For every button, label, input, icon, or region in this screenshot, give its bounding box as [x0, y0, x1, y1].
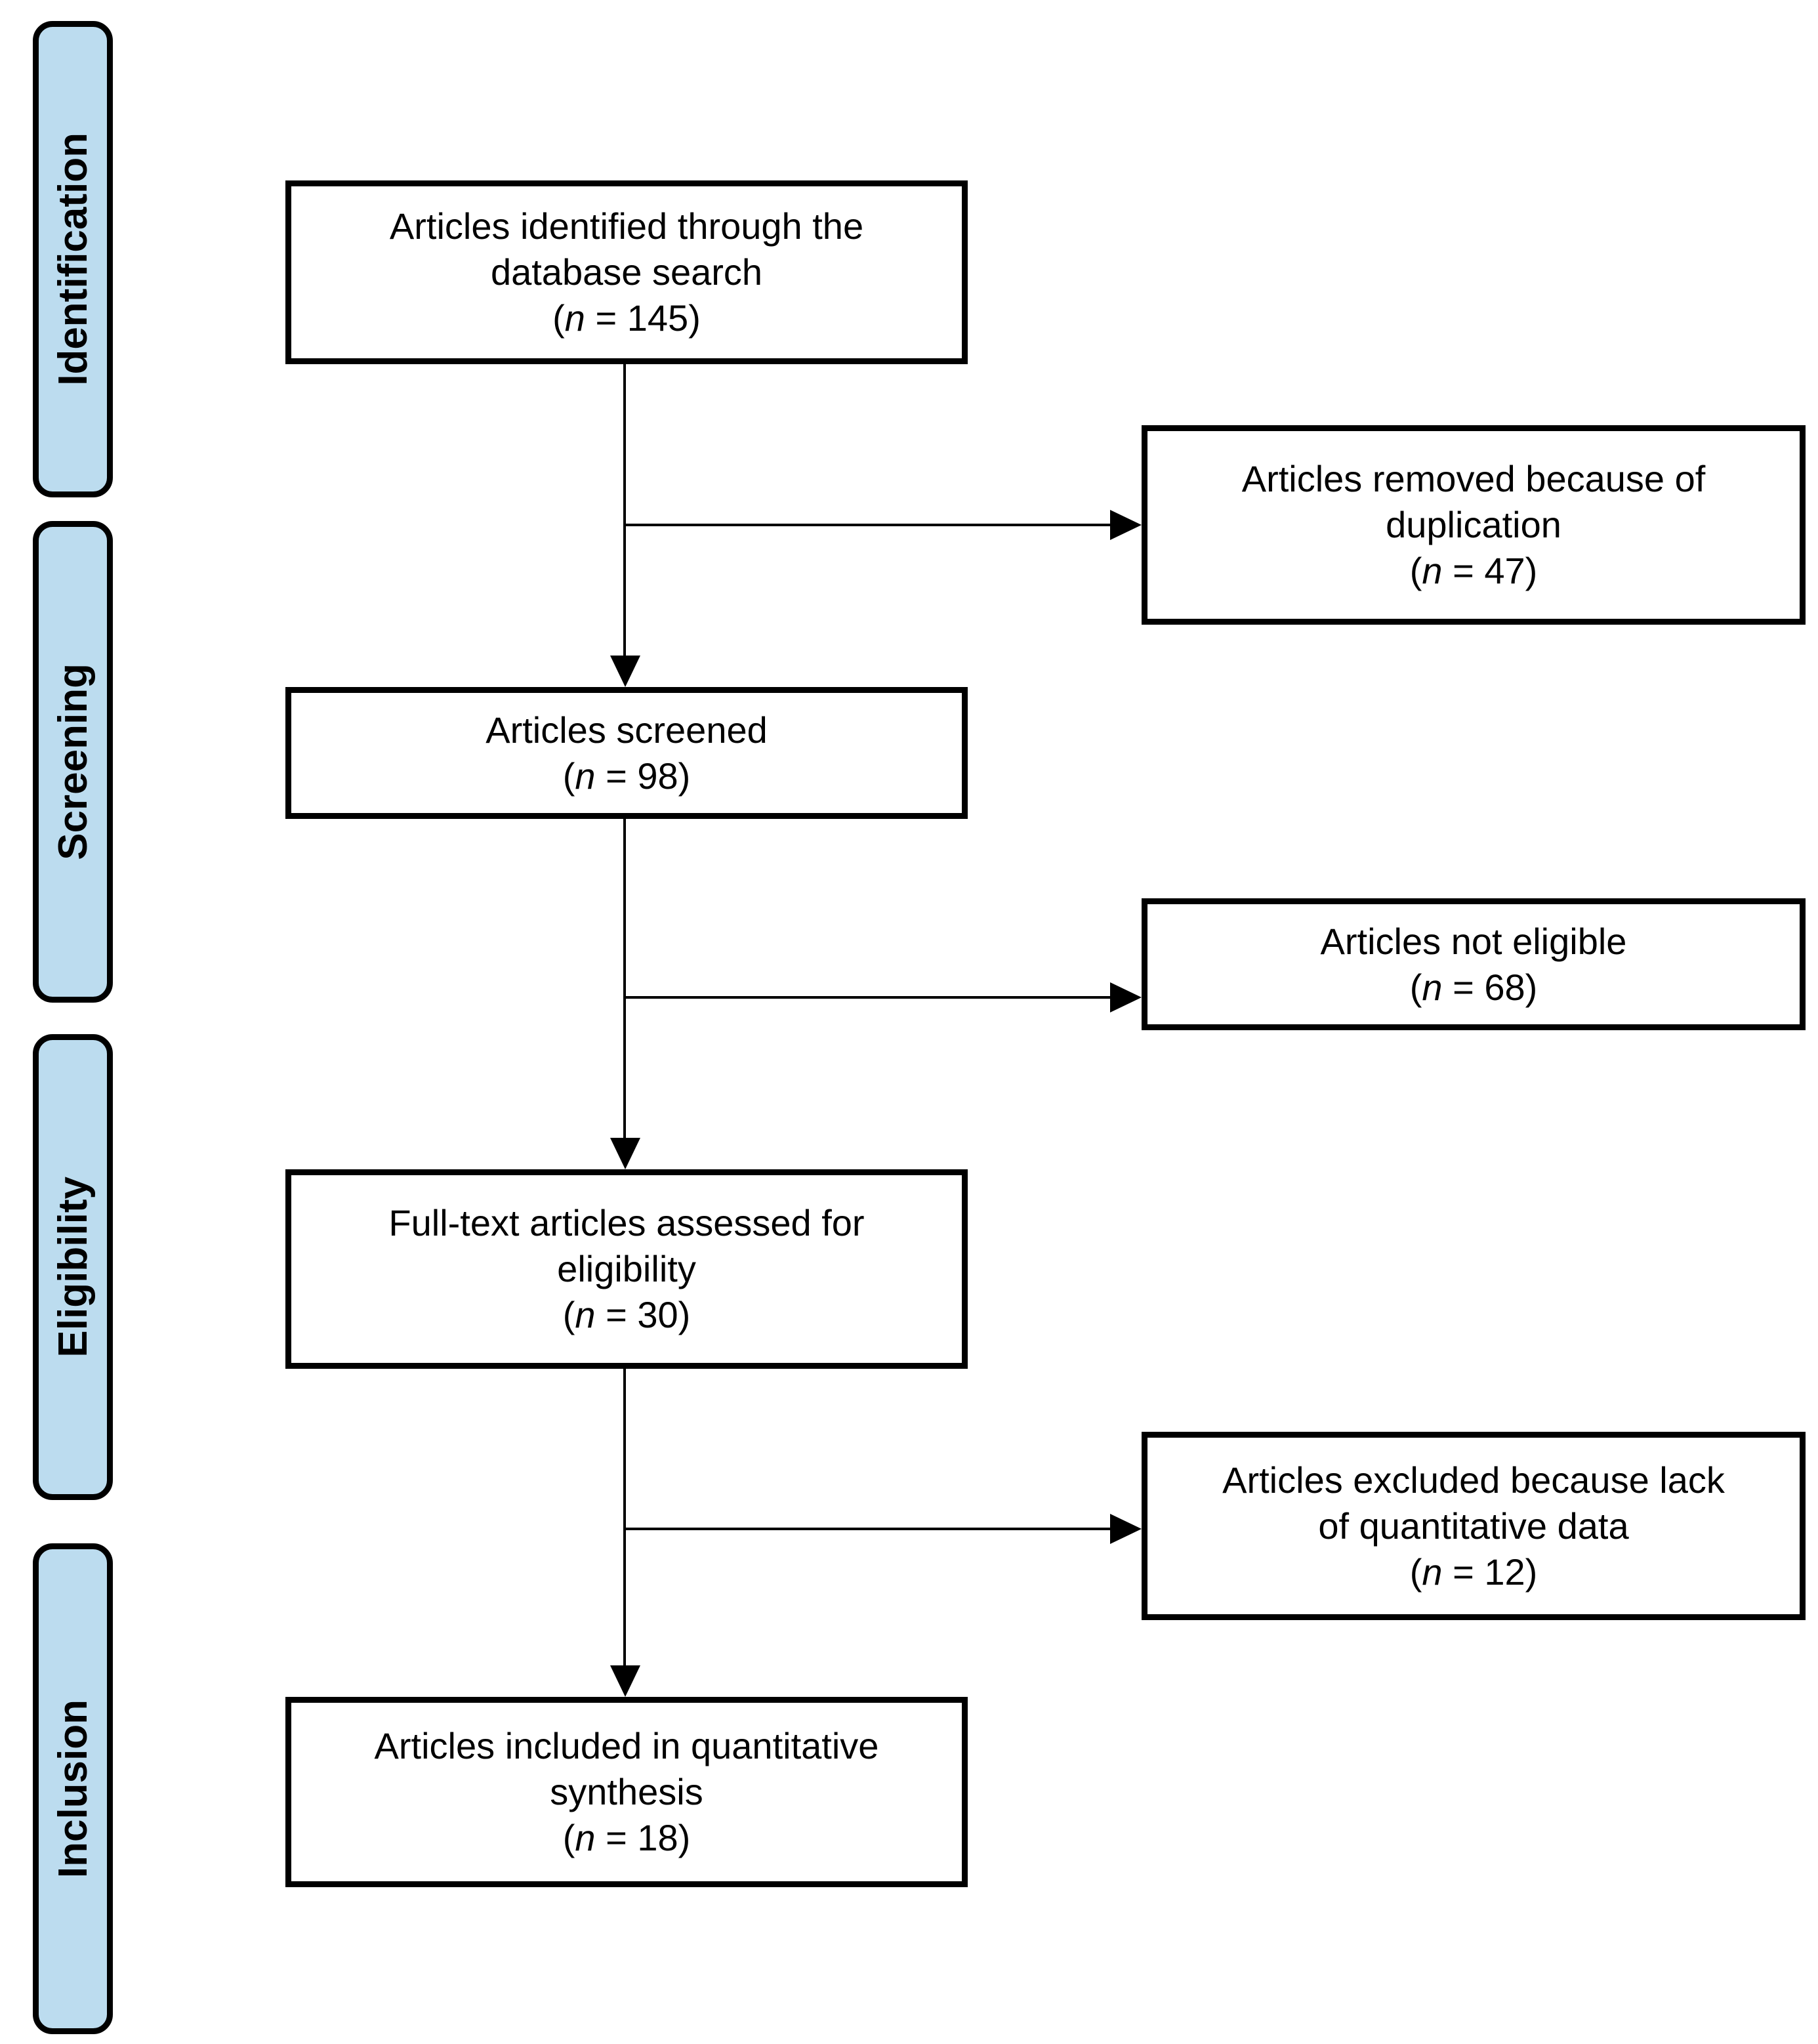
box-text-line: Articles removed because of	[1241, 458, 1706, 499]
connector-to-removed-duplication	[625, 524, 1113, 526]
count-open: (	[1409, 1551, 1422, 1593]
count-open: (	[562, 1294, 575, 1335]
count-close: )	[1525, 966, 1538, 1008]
count-value: 18	[637, 1817, 678, 1858]
count-line: (n = 30)	[563, 1292, 691, 1338]
arrowhead-down-icon	[610, 1665, 640, 1697]
box-articles-excluded-no-quantitative-data: Articles excluded because lack of quanti…	[1142, 1432, 1806, 1620]
count-equals: =	[585, 297, 627, 339]
count-variable: n	[575, 1294, 596, 1335]
stage-label-eligibility: Eligibility	[50, 1177, 96, 1358]
count-close: )	[688, 297, 701, 339]
stage-label-screening: Screening	[50, 663, 96, 860]
count-line: (n = 98)	[563, 753, 691, 799]
count-variable: n	[575, 755, 596, 797]
count-equals: =	[1442, 966, 1485, 1008]
count-open: (	[562, 1817, 575, 1858]
connector-screened-to-fulltext	[623, 819, 626, 1140]
stage-eligibility: Eligibility	[33, 1034, 113, 1500]
box-text-line: synthesis	[550, 1771, 703, 1812]
stage-identification: Identification	[33, 21, 113, 497]
arrowhead-right-icon	[1110, 1514, 1142, 1544]
box-articles-identified: Articles identified through the database…	[285, 180, 968, 364]
box-text-line: Articles excluded because lack	[1222, 1459, 1725, 1501]
box-text-line: database search	[490, 251, 763, 293]
connector-to-not-eligible	[625, 996, 1113, 999]
stage-label-identification: Identification	[50, 133, 96, 386]
count-equals: =	[595, 1817, 638, 1858]
box-text-line: of quantitative data	[1318, 1505, 1629, 1547]
arrowhead-right-icon	[1110, 982, 1142, 1012]
count-equals: =	[1442, 550, 1485, 591]
count-line: (n = 47)	[1410, 548, 1538, 594]
box-text-line: duplication	[1386, 504, 1561, 545]
count-close: )	[1525, 1551, 1538, 1593]
box-text-line: Articles identified through the	[389, 205, 864, 247]
count-line: (n = 12)	[1410, 1549, 1538, 1595]
count-open: (	[562, 755, 575, 797]
count-open: (	[552, 297, 565, 339]
count-close: )	[678, 755, 691, 797]
box-text-line: Articles not eligible	[1320, 920, 1627, 962]
box-articles-removed-duplication: Articles removed because of duplication …	[1142, 425, 1806, 625]
count-value: 12	[1484, 1551, 1525, 1593]
count-variable: n	[1422, 550, 1443, 591]
arrowhead-down-icon	[610, 1138, 640, 1169]
box-articles-included: Articles included in quantitative synthe…	[285, 1697, 968, 1887]
box-text-line: eligibility	[557, 1248, 696, 1289]
box-text-line: Full-text articles assessed for	[388, 1202, 865, 1243]
count-open: (	[1409, 550, 1422, 591]
count-line: (n = 68)	[1410, 965, 1538, 1011]
arrowhead-down-icon	[610, 656, 640, 687]
box-fulltext-assessed: Full-text articles assessed for eligibil…	[285, 1169, 968, 1369]
box-text-line: Articles included in quantitative	[374, 1725, 879, 1766]
count-close: )	[678, 1294, 691, 1335]
count-open: (	[1409, 966, 1422, 1008]
box-text-line: Articles screened	[485, 709, 768, 751]
count-value: 30	[637, 1294, 678, 1335]
count-value: 98	[637, 755, 678, 797]
connector-identified-to-screened	[623, 364, 626, 659]
stage-screening: Screening	[33, 521, 113, 1003]
stage-inclusion: Inclusion	[33, 1543, 113, 2034]
count-close: )	[678, 1817, 691, 1858]
stage-label-inclusion: Inclusion	[50, 1699, 96, 1879]
count-variable: n	[575, 1817, 596, 1858]
count-equals: =	[595, 1294, 638, 1335]
count-line: (n = 145)	[552, 295, 701, 341]
connector-fulltext-to-included	[623, 1369, 626, 1667]
count-equals: =	[1442, 1551, 1485, 1593]
count-close: )	[1525, 550, 1538, 591]
count-value: 145	[627, 297, 689, 339]
count-variable: n	[564, 297, 585, 339]
count-line: (n = 18)	[563, 1815, 691, 1861]
box-articles-screened: Articles screened (n = 98)	[285, 687, 968, 819]
box-articles-not-eligible: Articles not eligible (n = 68)	[1142, 898, 1806, 1030]
count-value: 68	[1484, 966, 1525, 1008]
arrowhead-right-icon	[1110, 510, 1142, 540]
count-variable: n	[1422, 1551, 1443, 1593]
connector-to-excluded-quantitative	[625, 1528, 1113, 1530]
count-equals: =	[595, 755, 638, 797]
count-variable: n	[1422, 966, 1443, 1008]
count-value: 47	[1484, 550, 1525, 591]
